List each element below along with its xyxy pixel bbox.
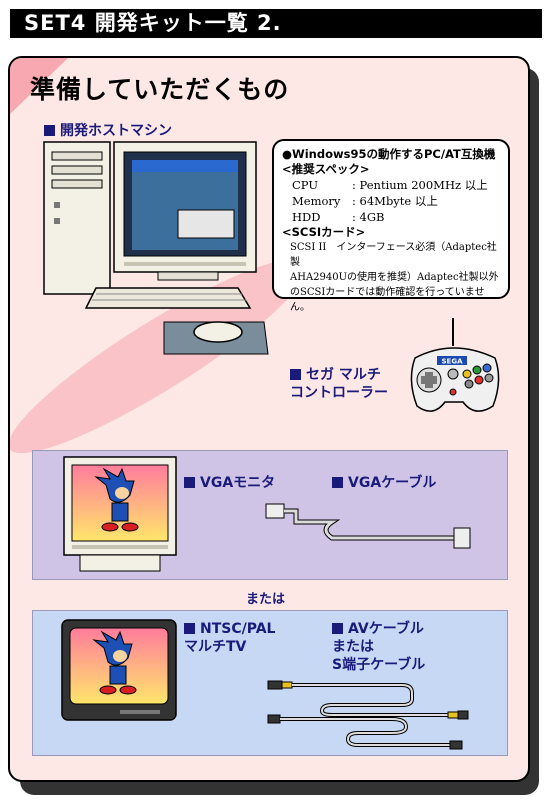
monitor-controls: [124, 262, 246, 266]
drive-bay-2: [51, 165, 103, 175]
s-plug-left: [267, 714, 281, 724]
controller-body: [410, 347, 500, 412]
vga-cable-label: VGAケーブル: [332, 474, 436, 492]
scsi-note-line: AHA2940Uの使用を推奨）Adaptec社製以外: [290, 272, 499, 283]
drive-bay-1: [51, 151, 103, 161]
spec-row-cpu: CPU: Pentium 200MHz 以上: [292, 178, 488, 192]
vga-monitor-stand: [79, 554, 161, 572]
button-a-icon: [462, 369, 472, 379]
vga-monitor-label: VGAモニタ: [184, 474, 275, 492]
controller-illustration: SEGA: [410, 318, 500, 412]
bullet-square-icon: [290, 369, 301, 380]
or-text: または: [246, 592, 286, 607]
scsi-note-line: SCSI II インターフェース必須（Adaptec社製: [290, 242, 497, 268]
vga-monitor-illustration: [63, 456, 177, 572]
tv-monitor-label: NTSC/PAL マルチTV: [184, 620, 275, 656]
vga-cable-label-text: VGAケーブル: [348, 475, 437, 491]
dialog-box: [177, 209, 235, 239]
spec-box: ●Windows95の動作するPC/AT互換機 <推奨スペック> CPU: Pe…: [272, 139, 510, 313]
button-z-icon: [484, 373, 494, 383]
av-plug-right: [447, 711, 459, 719]
vga-monitor-label-text: VGAモニタ: [200, 475, 276, 491]
power-led: [54, 202, 60, 208]
button-y-icon: [474, 375, 484, 385]
av-cable-label: AVケーブル または S端子ケーブル: [332, 620, 425, 674]
av-plug-tip: [457, 710, 469, 720]
controller-label-text: セガ マルチ コントローラー: [290, 367, 388, 401]
spec-row-memory: Memory: 64Mbyte 以上: [292, 194, 438, 208]
corner-accent: [10, 58, 68, 115]
av-cable-wire: [292, 683, 448, 717]
dpad-cross: [421, 376, 437, 384]
s-plug-right: [449, 740, 463, 750]
bullet-square-icon: [44, 125, 55, 136]
sonic-icon: [92, 630, 137, 695]
pc-illustration: [43, 141, 269, 355]
keyboard: [84, 287, 252, 309]
vga-monitor-controls: [72, 545, 168, 549]
section-heading: 準備していただくもの: [30, 75, 290, 104]
vga-cable-wire: [284, 508, 454, 541]
start-button-icon: [449, 388, 457, 396]
reset-button-icon: [54, 218, 60, 224]
bullet-square-icon: [332, 477, 343, 488]
vga-connector-right: [453, 527, 471, 549]
controller-label: セガ マルチ コントローラー: [290, 366, 388, 402]
mouse: [193, 321, 243, 343]
vga-cable-illustration: [265, 503, 471, 549]
bullet-square-icon: [184, 477, 195, 488]
scsi-note-line: のSCSIカードでは動作確認を行っていません。: [290, 287, 485, 313]
tv-monitor-label-text: NTSC/PAL マルチTV: [184, 621, 276, 655]
pc-tower: [43, 141, 111, 295]
av-plug-yellow: [281, 681, 293, 689]
analog-stick-icon: [447, 368, 459, 380]
sonic-icon: [94, 467, 139, 532]
button-x-icon: [464, 379, 474, 389]
bullet-square-icon: [184, 623, 195, 634]
scsi-title: <SCSIカード>: [282, 225, 366, 239]
button-c-icon: [482, 363, 492, 373]
spec-row-hdd: HDD: 4GB: [292, 210, 385, 224]
host-machine-label-text: 開発ホストマシン: [60, 123, 172, 139]
bullet-square-icon: [332, 623, 343, 634]
page-title: SET4 開発キット一覧 2.: [10, 9, 542, 38]
tv-controls: [120, 710, 160, 714]
spec-title: ●Windows95の動作するPC/AT互換機: [282, 147, 496, 161]
button-b-icon: [472, 365, 482, 375]
sega-logo-plate: [437, 356, 467, 365]
tv-illustration: [61, 619, 177, 721]
av-cable-illustration: [267, 680, 469, 750]
host-machine-label: 開発ホストマシン: [44, 122, 172, 140]
window-titlebar: [132, 160, 238, 172]
av-cable-label-text: AVケーブル または S端子ケーブル: [332, 621, 426, 673]
recommended-title: <推奨スペック>: [282, 162, 370, 176]
av-plug-left: [267, 680, 283, 690]
monitor-stand: [157, 271, 219, 281]
vga-connector-left: [265, 503, 285, 519]
drive-bay-3: [51, 179, 103, 189]
sega-logo: SEGA: [442, 358, 464, 366]
